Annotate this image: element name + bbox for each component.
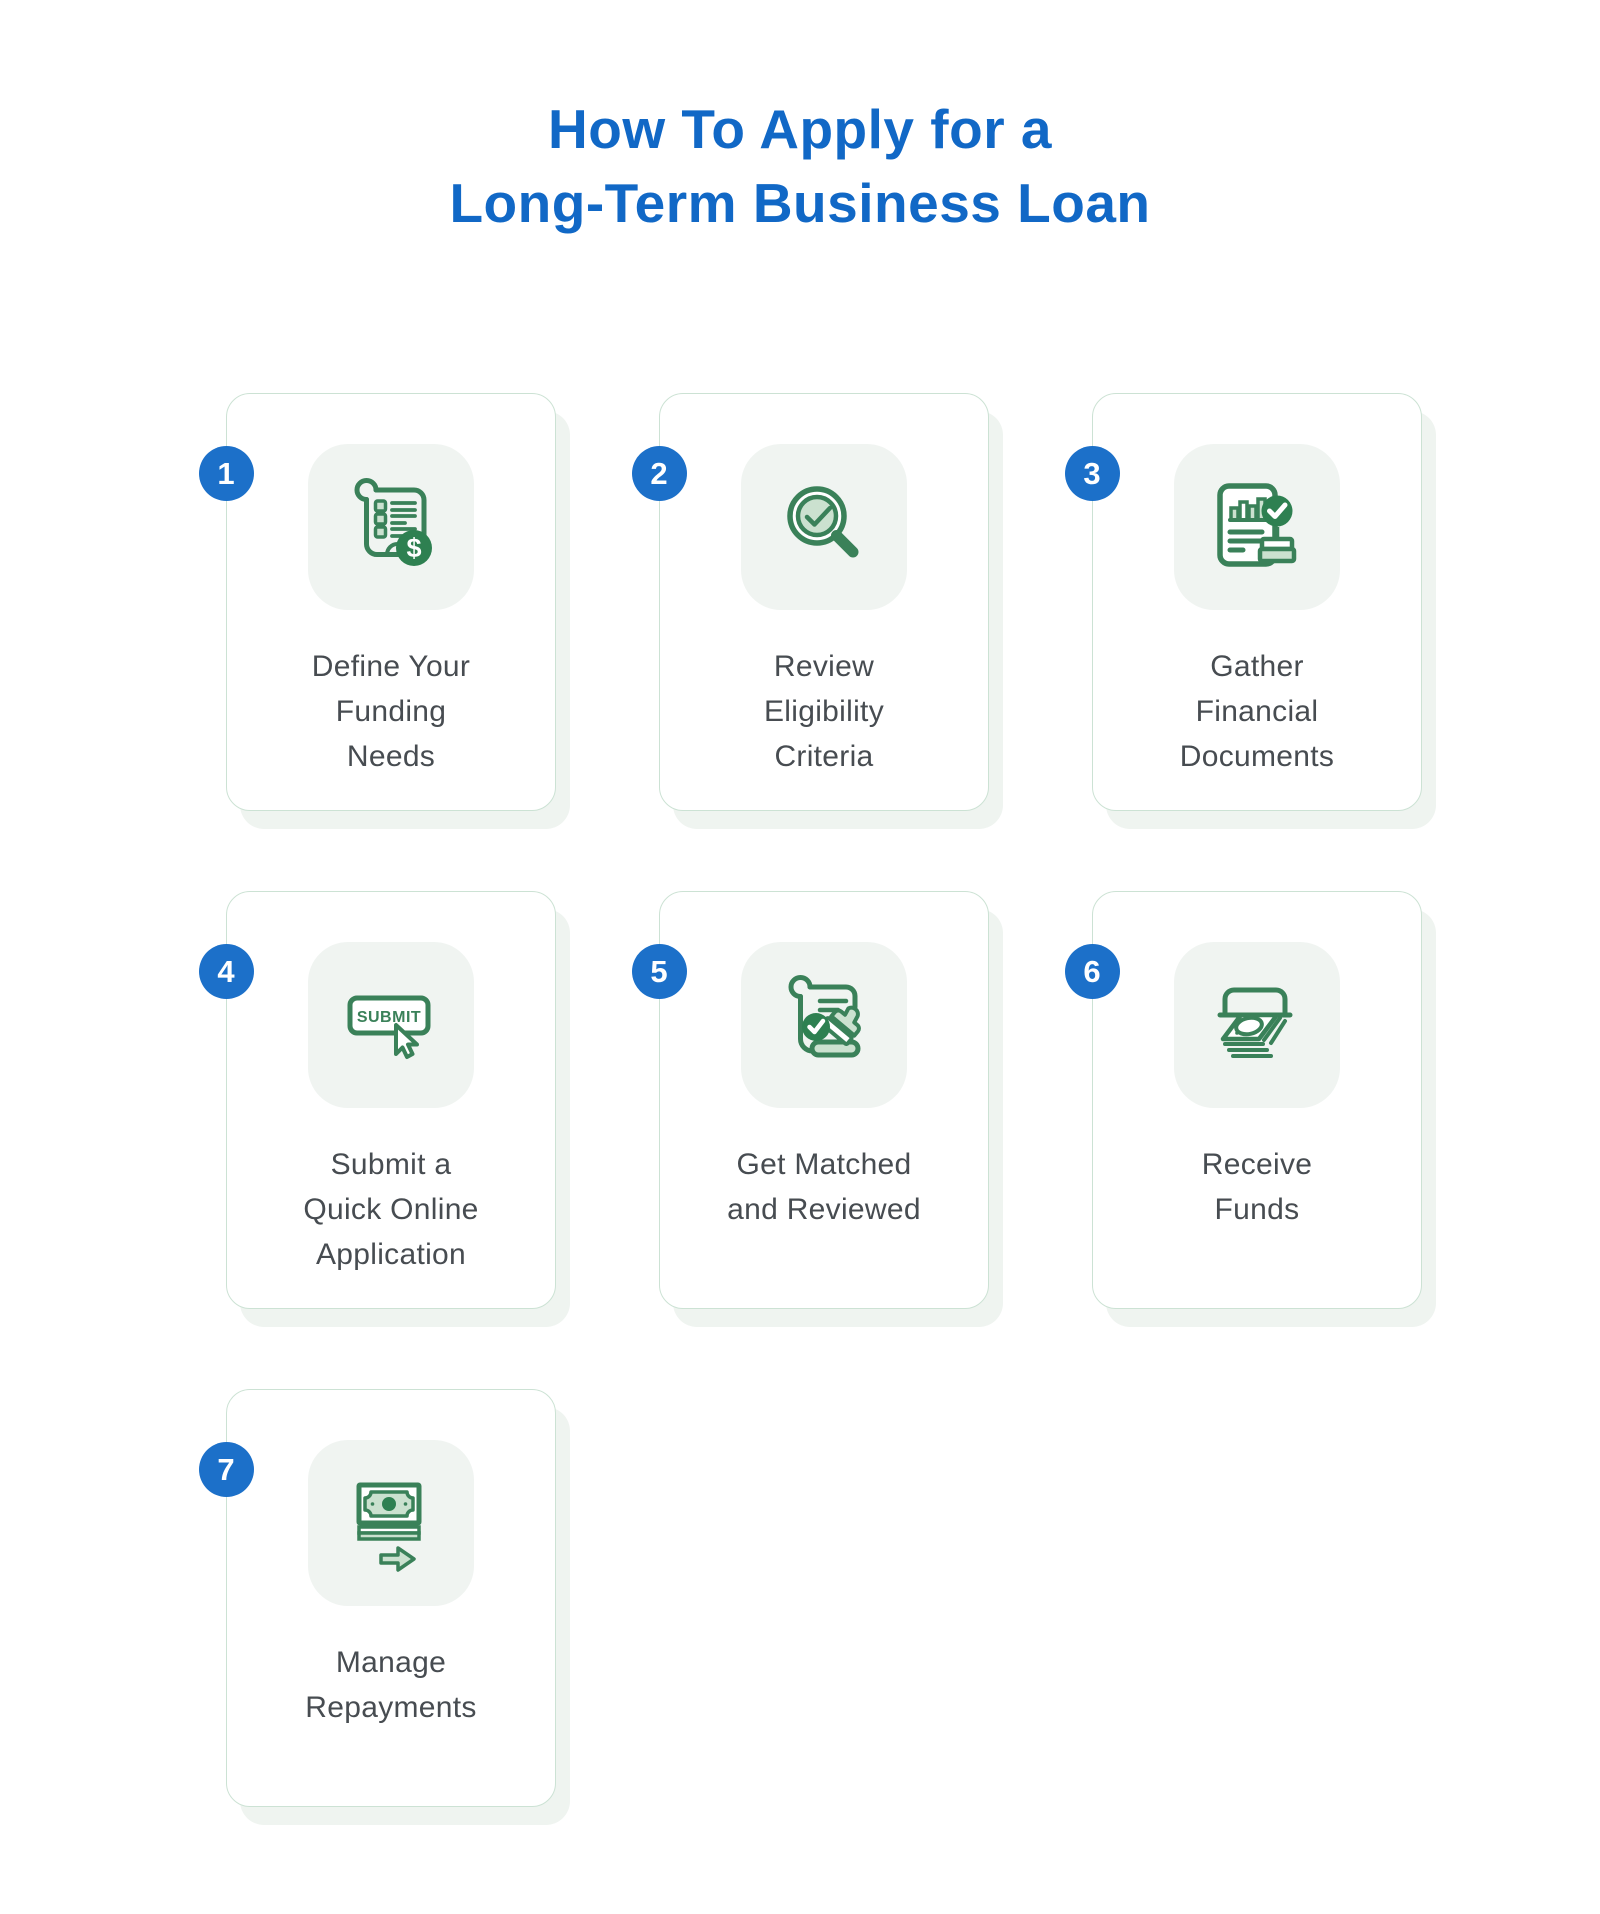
- arrow-right-icon: [379, 1546, 416, 1572]
- step-2-label: Review Eligibility Criteria: [763, 650, 884, 773]
- step-card-3: 3: [1064, 393, 1422, 811]
- step-1-number-badge: 1: [198, 446, 254, 501]
- step-3-label: Gather Financial Documents: [1179, 650, 1335, 773]
- step-2-icon-tile: [741, 444, 907, 610]
- submit-application-icon: SUBMIT: [347, 995, 431, 1059]
- steps-row-1: 1: [198, 393, 1600, 811]
- step-7-icon-tile: [308, 1440, 474, 1606]
- step-4-label: Submit a Quick Online Application: [303, 1148, 479, 1271]
- step-6-label: Receive Funds: [1201, 1148, 1313, 1226]
- eligibility-magnifier-icon: [787, 486, 859, 558]
- submit-button-text: SUBMIT: [357, 1009, 421, 1026]
- step-card-4: 4 SUBMIT Submit a Quick Online Applicati…: [198, 891, 556, 1309]
- step-5-label: Get Matched and Reviewed: [727, 1148, 921, 1226]
- step-7-number-badge: 7: [198, 1442, 254, 1497]
- step-card-6: 6: [1064, 891, 1422, 1309]
- page-title-line2: Long-Term Business Loan: [449, 172, 1151, 234]
- step-6-icon-tile: [1174, 942, 1340, 1108]
- step-card-7: 7 Manage Repayments: [198, 1389, 556, 1807]
- manage-repayments-icon: [356, 1482, 422, 1572]
- step-1-label: Define Your Funding Needs: [311, 650, 471, 773]
- matched-reviewed-icon: [788, 975, 861, 1058]
- step-6-number-badge: 6: [1064, 944, 1120, 999]
- cursor-icon: [394, 1023, 419, 1059]
- step-7-label: Manage Repayments: [305, 1646, 477, 1724]
- step-2-number-badge: 2: [631, 446, 687, 501]
- step-4-number-badge: 4: [198, 944, 254, 999]
- step-5-icon-tile: [741, 942, 907, 1108]
- step-card-5: 5: [631, 891, 989, 1309]
- funding-needs-icon: $: [354, 478, 432, 566]
- step-5-number-badge: 5: [631, 944, 687, 999]
- step-card-1: 1: [198, 393, 556, 811]
- financial-documents-icon: [1217, 483, 1297, 567]
- steps-row-2: 4 SUBMIT Submit a Quick Online Applicati…: [198, 891, 1600, 1309]
- step-3-number-badge: 3: [1064, 446, 1120, 501]
- step-1-icon-tile: $: [308, 444, 474, 610]
- receive-funds-icon: [1217, 987, 1293, 1058]
- steps-row-3: 7 Manage Repayments: [198, 1389, 1600, 1807]
- page-title: How To Apply for a Long-Term Business Lo…: [0, 0, 1600, 240]
- step-card-2: 2 Review Eligibility Criteria: [631, 393, 989, 811]
- step-3-icon-tile: [1174, 444, 1340, 610]
- steps-grid: 1: [198, 393, 1600, 1807]
- page-title-line1: How To Apply for a: [548, 98, 1052, 160]
- infographic: How To Apply for a Long-Term Business Lo…: [0, 0, 1600, 1807]
- step-4-icon-tile: SUBMIT: [308, 942, 474, 1108]
- dollar-sign: $: [406, 533, 421, 563]
